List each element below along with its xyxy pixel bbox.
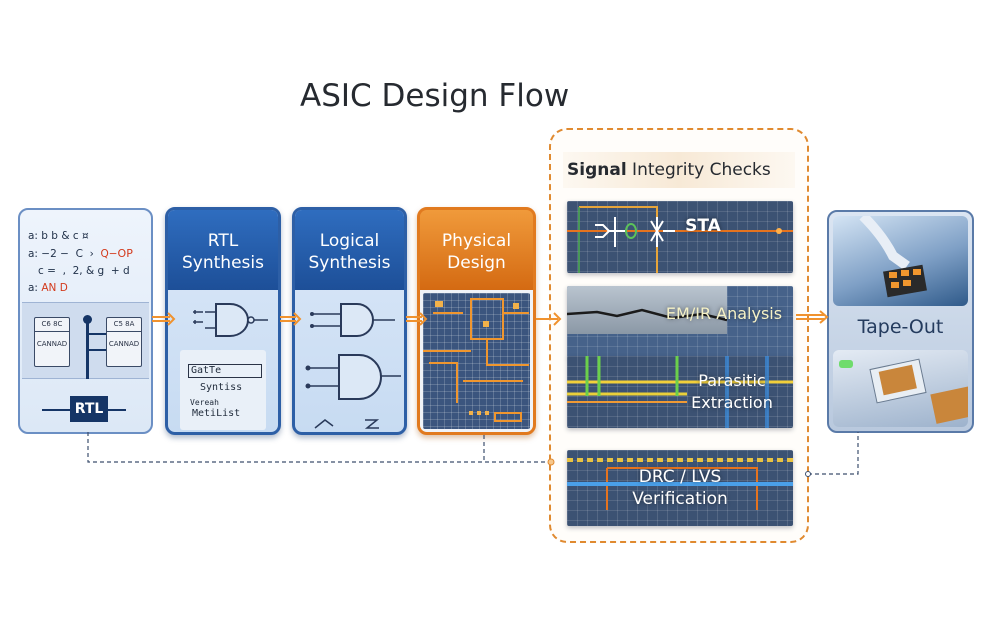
netlist-panel: GatTe Syntiss Vereah MetiList xyxy=(180,350,266,430)
robot-arm-chip-image xyxy=(833,216,968,306)
module-box-left: C6 8C CANNAD xyxy=(34,317,70,367)
sta-label: STA xyxy=(685,216,721,236)
rtl-module-diagram: C6 8C CANNAD C5 8A CANNAD xyxy=(22,302,149,379)
parasitic-extraction-label: Parasitic Extraction xyxy=(691,371,773,412)
em-ir-label: EM/IR Analysis xyxy=(665,304,783,323)
nand-gate-icon xyxy=(193,303,268,337)
rtl-badge: RTL xyxy=(70,396,108,422)
parasitic-extraction-panel[interactable]: Parasitic Extraction xyxy=(567,356,793,428)
code-line: c = , 2, & g + d xyxy=(28,265,130,277)
code-line: a: AN D xyxy=(28,282,68,294)
diagram-title: ASIC Design Flow xyxy=(300,78,570,114)
code-line: a: −2 − C › Q−OP xyxy=(28,247,133,260)
em-ir-check-panel[interactable]: EM/IR Analysis xyxy=(567,286,793,358)
drc-lvs-label: DRC / LVS Verification xyxy=(632,467,728,509)
op-label: OP xyxy=(117,247,133,260)
logic-gates-icon xyxy=(305,303,401,429)
rtl-stage-card[interactable]: a: b b & c ¤ a: −2 − C › Q−OP c = , 2, & … xyxy=(18,208,153,434)
module-box-right: C5 8A CANNAD xyxy=(106,317,142,367)
code-line: a: b b & c ¤ xyxy=(28,230,89,242)
drc-lvs-panel[interactable]: DRC / LVS Verification xyxy=(567,450,793,526)
rtl-code-block: a: b b & c ¤ a: −2 − C › Q−OP c = , 2, & … xyxy=(28,228,133,297)
sta-check-panel[interactable]: STA xyxy=(567,201,793,273)
signal-integrity-title: Signal Integrity Checks xyxy=(563,152,795,188)
timing-circuit-icon xyxy=(567,206,793,273)
layout-floorplan-image xyxy=(423,293,530,429)
crack-image xyxy=(567,286,727,334)
chip-on-board-image xyxy=(833,350,968,427)
tapeout-label: Tape-Out xyxy=(857,316,944,338)
tapeout-stage-card[interactable]: Tape-Out xyxy=(827,210,974,433)
